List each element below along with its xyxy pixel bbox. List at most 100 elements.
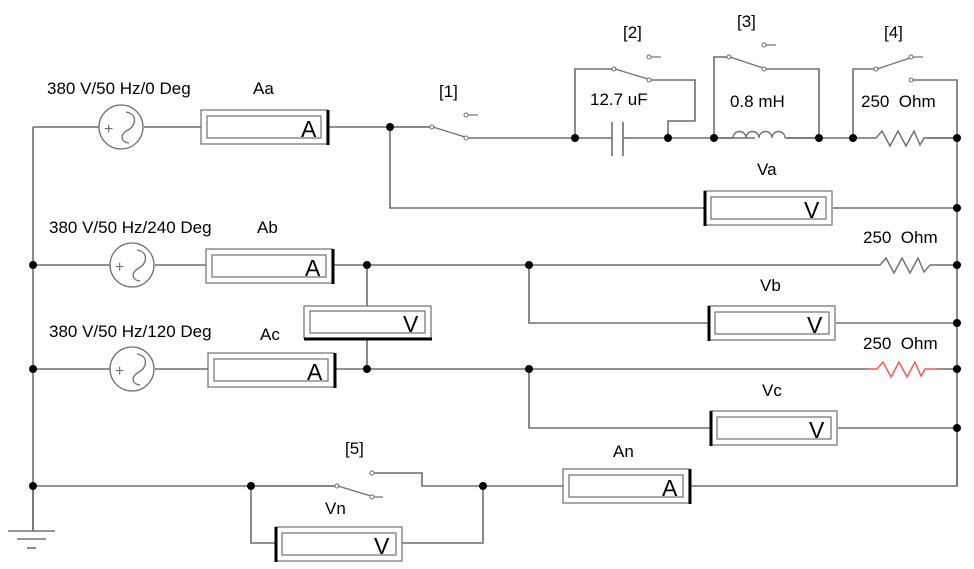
ammeter-ac[interactable]: Ac A [207, 325, 337, 388]
voltmeter-va-unit: V [804, 197, 820, 223]
wire-n-3 [691, 428, 958, 487]
junction-node [525, 261, 533, 269]
ammeter-ab-label: Ab [257, 218, 278, 237]
ammeter-aa-label: Aa [253, 79, 274, 98]
junction-node [571, 134, 579, 142]
voltmeter-vb[interactable]: Vb V [707, 276, 836, 341]
wire-vn-left [250, 486, 276, 544]
ammeter-aa-unit: A [301, 116, 317, 142]
resistor-c-label: 250 Ohm [863, 334, 938, 353]
resistor-icon [853, 129, 957, 148]
switch-5[interactable]: [5] [251, 439, 383, 500]
resistor-b-label: 250 Ohm [863, 228, 938, 247]
ammeter-ac-unit: A [307, 359, 323, 385]
wire-vb-branch [528, 265, 708, 324]
svg-text:+: + [104, 121, 113, 138]
resistor-a-label: 250 Ohm [861, 92, 936, 111]
voltmeter-vc[interactable]: Vc V [709, 381, 838, 446]
wires [32, 56, 958, 544]
source-c-label: 380 V/50 Hz/120 Deg [49, 322, 212, 341]
wire-sw2-bypass-right [649, 79, 696, 138]
junction-node [849, 134, 857, 142]
junction-node [29, 365, 37, 373]
ammeter-an-unit: A [662, 475, 678, 501]
voltmeter-vbc-unit: V [403, 311, 419, 337]
ammeter-an-label: An [613, 442, 634, 461]
switch-2[interactable]: [2] [611, 23, 661, 83]
ammeter-ac-label: Ac [260, 325, 280, 344]
switch-4-label: [4] [884, 23, 903, 42]
junction-node [247, 482, 255, 490]
junction-node [386, 123, 394, 131]
ammeter-aa[interactable]: Aa A [200, 79, 330, 145]
junction-node [953, 365, 961, 373]
ac-source-icon: + [109, 346, 155, 392]
svg-text:+: + [115, 363, 124, 380]
junction-node [29, 261, 37, 269]
switch-1-label: [1] [439, 82, 458, 101]
resistor-a[interactable]: 250 Ohm [853, 92, 957, 148]
voltmeter-vbc[interactable]: V [303, 305, 432, 341]
resistor-icon-highlighted [868, 360, 937, 379]
wire-va-branch [389, 127, 705, 209]
ammeter-ab-unit: A [305, 255, 321, 281]
wire-sw3-bypass-left [713, 56, 729, 138]
junction-node [953, 424, 961, 432]
switch-4[interactable]: [4] [873, 23, 923, 83]
junction-node [363, 365, 371, 373]
resistor-icon [877, 256, 931, 275]
ac-source-b[interactable]: 380 V/50 Hz/240 Deg + [49, 218, 212, 288]
junction-nodes [29, 123, 961, 490]
wire-n-2 [373, 472, 563, 487]
voltmeter-vn-label: Vn [325, 499, 346, 518]
source-b-label: 380 V/50 Hz/240 Deg [49, 218, 212, 237]
inductor-label: 0.8 mH [730, 92, 785, 111]
junction-node [953, 319, 961, 327]
ground-icon [8, 486, 55, 549]
switch-1[interactable]: [1] [390, 82, 478, 141]
junction-node [525, 365, 533, 373]
resistor-c[interactable]: 250 Ohm [863, 334, 938, 379]
junction-node [953, 261, 961, 269]
inductor[interactable]: 0.8 mH [714, 92, 819, 139]
wire-sw3-bypass-right [764, 68, 820, 138]
capacitor[interactable]: 12.7 uF [590, 90, 648, 156]
switch-3[interactable]: [3] [726, 12, 776, 72]
ac-source-a[interactable]: 380 V/50 Hz/0 Deg + [47, 79, 191, 150]
switch-5-label: [5] [345, 439, 364, 458]
junction-node [710, 134, 718, 142]
wire-vc-branch [528, 369, 711, 429]
switch-2-label: [2] [623, 23, 642, 42]
junction-node [479, 482, 487, 490]
voltmeter-va-label: Va [757, 160, 777, 179]
voltmeter-va[interactable]: Va V [703, 160, 833, 226]
wire-sw2-bypass-left [574, 68, 614, 138]
voltmeter-vc-label: Vc [762, 381, 782, 400]
capacitor-icon [609, 122, 626, 156]
voltmeter-vn-unit: V [374, 533, 390, 559]
junction-node [363, 261, 371, 269]
junction-node [29, 482, 37, 490]
inductor-icon [732, 130, 786, 139]
source-a-label: 380 V/50 Hz/0 Deg [47, 79, 191, 98]
switch-3-label: [3] [737, 12, 756, 31]
voltmeter-vc-unit: V [809, 417, 825, 443]
wire-sw4-bypass-left [852, 68, 876, 138]
ammeter-ab[interactable]: Ab A [205, 218, 335, 284]
wire-sw4-bypass-right [911, 79, 958, 138]
ammeter-an[interactable]: An A [562, 442, 692, 504]
svg-text:+: + [115, 259, 124, 276]
resistor-b[interactable]: 250 Ohm [863, 228, 938, 275]
voltmeter-vb-label: Vb [760, 276, 781, 295]
wire-vn-right [402, 486, 484, 544]
junction-node [953, 134, 961, 142]
ac-source-icon: + [98, 104, 144, 150]
ac-source-icon: + [109, 242, 155, 288]
voltmeter-vb-unit: V [807, 312, 823, 338]
voltmeter-vn[interactable]: Vn V [274, 499, 403, 562]
junction-node [815, 134, 823, 142]
capacitor-label: 12.7 uF [590, 90, 648, 109]
junction-node [664, 134, 672, 142]
ac-source-c[interactable]: 380 V/50 Hz/120 Deg + [49, 322, 212, 392]
